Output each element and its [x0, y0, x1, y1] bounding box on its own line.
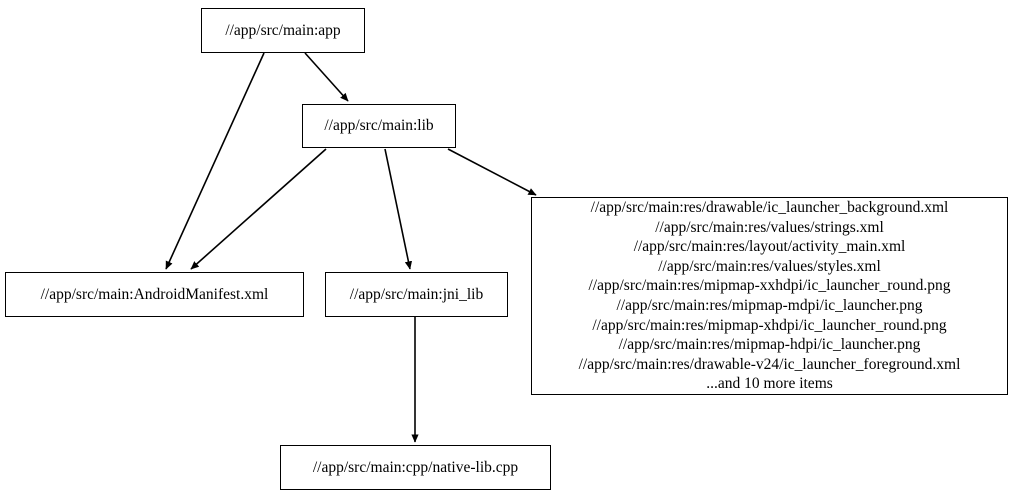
graph-node-native-lib-cpp-label: //app/src/main:cpp/native-lib.cpp [312, 458, 519, 476]
resource-line: //app/src/main:res/values/strings.xml [655, 218, 884, 236]
graph-node-resources-bundle[interactable]: //app/src/main:res/drawable/ic_launcher_… [531, 197, 1008, 395]
graph-node-lib-label: //app/src/main:lib [324, 117, 434, 135]
graph-node-lib[interactable]: //app/src/main:lib [302, 104, 456, 148]
edge-app-to-manifest [165, 52, 265, 270]
resource-line: //app/src/main:res/mipmap-hdpi/ic_launch… [618, 336, 921, 354]
graph-node-native-lib-cpp[interactable]: //app/src/main:cpp/native-lib.cpp [280, 445, 551, 490]
resource-line: //app/src/main:res/layout/activity_main.… [633, 238, 906, 256]
edge-lib-to-resources [447, 148, 537, 196]
graph-node-app-label: //app/src/main:app [225, 21, 341, 39]
graph-node-resources-bundle-label: //app/src/main:res/drawable/ic_launcher_… [536, 198, 1003, 394]
resource-line: //app/src/main:res/mipmap-mdpi/ic_launch… [616, 297, 923, 314]
graph-node-android-manifest-label: //app/src/main:AndroidManifest.xml [40, 285, 269, 303]
edge-lib-to-jni-lib [384, 148, 413, 270]
resource-line: //app/src/main:res/drawable-v24/ic_launc… [578, 355, 961, 373]
graph-node-app[interactable]: //app/src/main:app [201, 8, 365, 53]
resource-line: ...and 10 more items [706, 375, 833, 393]
graph-node-android-manifest[interactable]: //app/src/main:AndroidManifest.xml [5, 272, 304, 317]
edge-lib-to-manifest [190, 148, 327, 270]
resource-line: //app/src/main:res/drawable/ic_launcher_… [590, 199, 949, 217]
edge-app-to-lib [304, 52, 349, 102]
graph-node-jni-lib-label: //app/src/main:jni_lib [349, 285, 484, 303]
resource-line: //app/src/main:res/mipmap-xhdpi/ic_launc… [592, 316, 947, 334]
graph-node-jni-lib[interactable]: //app/src/main:jni_lib [325, 272, 508, 317]
resource-line: //app/src/main:res/values/styles.xml [658, 257, 881, 275]
resource-line: //app/src/main:res/mipmap-xxhdpi/ic_laun… [588, 277, 951, 295]
